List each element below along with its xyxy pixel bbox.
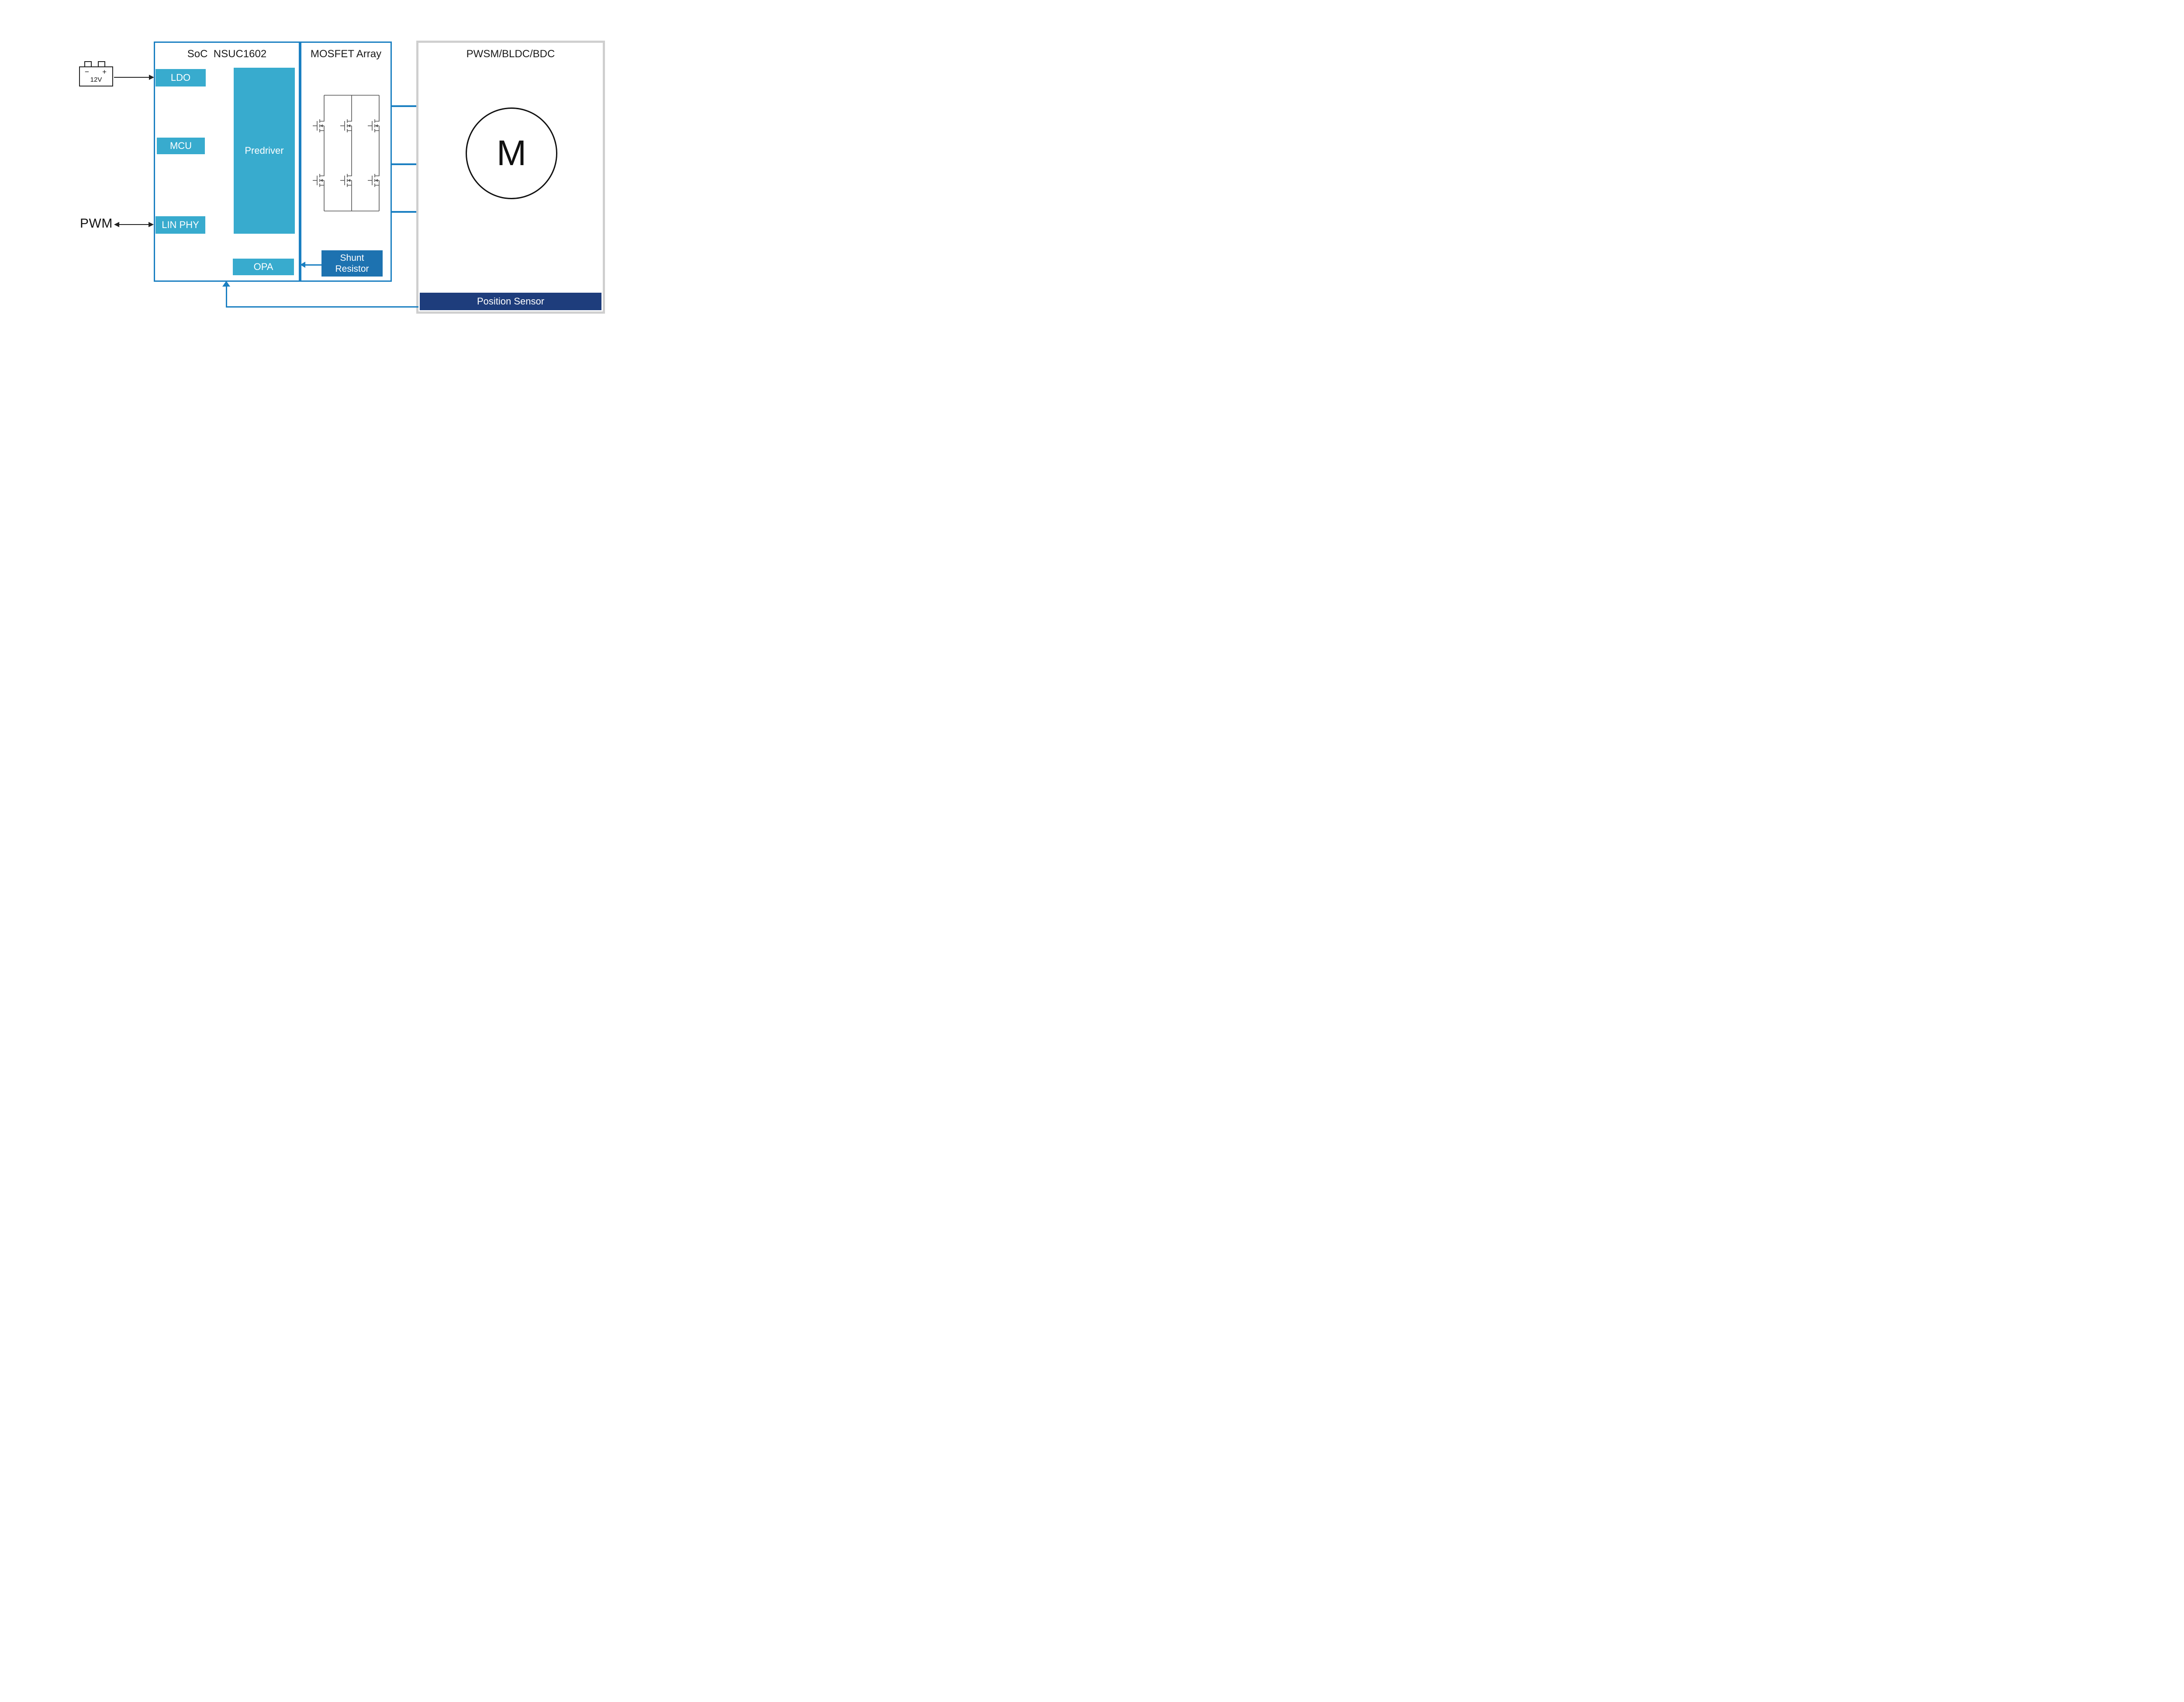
phase-wire-u [391,105,418,107]
phase-wire-w [391,211,418,213]
ldo-block: LDO [156,69,206,86]
feedback-wire-vertical [226,286,227,308]
pwm-arrowhead-left-icon [114,222,119,227]
position-sensor-bar: Position Sensor [420,293,601,310]
mcu-block: MCU [157,138,205,154]
feedback-wire-horizontal [226,306,418,308]
shunt-resistor-label-line1: Shunt [340,253,364,263]
battery-voltage-label: 12V [90,76,102,83]
battery-icon: − + 12V [79,66,113,86]
shunt-to-opa-arrowhead-icon [300,262,305,268]
mosfet-array-block: MOSFET Array [300,42,392,282]
battery-minus-label: − [85,68,89,76]
shunt-to-opa-wire [305,264,321,266]
battery-to-ldo-arrowhead-icon [149,75,154,80]
predriver-block: Predriver [234,68,295,234]
shunt-resistor-label-line2: Resistor [335,264,369,274]
pwm-wire [119,224,149,225]
mosfet-bridge-schematic-icon [312,95,380,211]
mosfet-array-title: MOSFET Array [310,48,382,60]
shunt-resistor-block: Shunt Resistor [321,250,383,277]
opa-block: OPA [233,259,294,275]
phase-wire-v [391,163,418,165]
feedback-arrowhead-icon [222,281,230,287]
pwm-label: PWM [80,216,113,231]
motor-title: PWSM/BLDC/BDC [466,48,555,60]
battery-plus-label: + [102,68,107,76]
block-diagram: − + 12V PWM SoC NSUC1602 LDO MCU LIN PHY… [0,0,681,355]
pwm-arrowhead-right-icon [149,222,154,227]
lin-phy-block: LIN PHY [156,216,205,234]
battery-to-ldo-wire [114,77,150,78]
soc-block: SoC NSUC1602 LDO MCU LIN PHY Predriver O… [154,42,300,282]
motor-symbol-icon: M [466,107,557,199]
motor-block: PWSM/BLDC/BDC M Position Sensor [416,41,605,314]
soc-title: SoC NSUC1602 [187,48,267,60]
